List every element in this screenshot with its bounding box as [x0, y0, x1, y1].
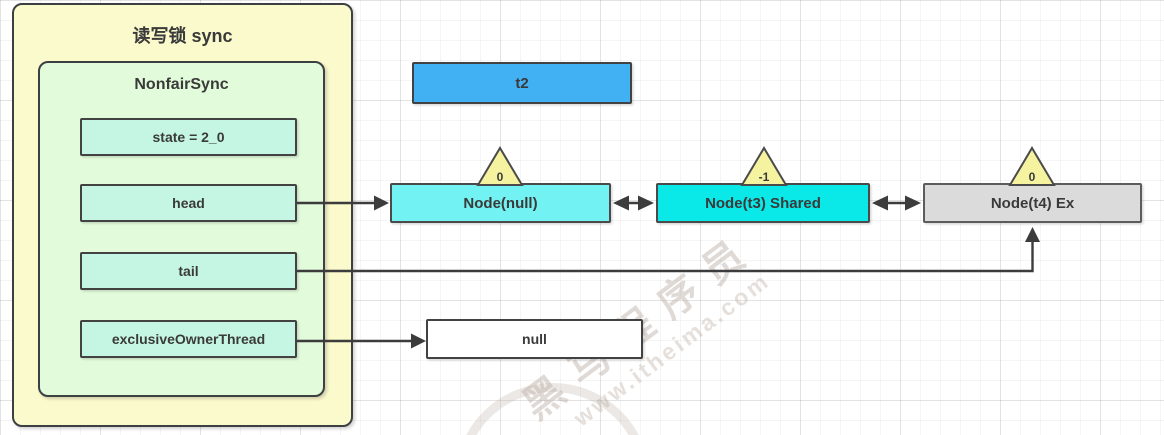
queue-node-t3-shared: Node(t3) Shared: [656, 183, 870, 223]
link1-right-arrowhead-icon: [638, 195, 654, 211]
field-tail-label: tail: [178, 263, 199, 279]
field-head-label: head: [172, 195, 205, 211]
wait-status-marker-node-null: 0: [475, 145, 525, 187]
wait-status-value: 0: [1028, 170, 1036, 184]
triangle-icon: [740, 146, 788, 186]
queue-node-t3-shared-label: Node(t3) Shared: [705, 194, 821, 212]
sync-panel-title: 读写锁 sync: [132, 26, 233, 46]
null-box-label: null: [522, 331, 547, 347]
queue-node-null-label: Node(null): [463, 194, 538, 212]
link2-right-arrowhead-icon: [905, 195, 921, 211]
queue-node-t4-ex-label: Node(t4) Ex: [990, 194, 1075, 212]
link1-left-arrowhead-icon: [613, 195, 629, 211]
field-head: head: [80, 184, 297, 222]
thread-box-t2-label: t2: [515, 74, 529, 92]
tail-arrowhead-icon: [1025, 227, 1040, 242]
triangle-icon: [476, 146, 524, 186]
triangle-icon: [1008, 146, 1056, 186]
thread-box-t2: t2: [412, 62, 632, 104]
link2-left-arrowhead-icon: [872, 195, 888, 211]
null-box: null: [426, 319, 643, 359]
field-tail: tail: [80, 252, 297, 290]
queue-node-null: Node(null): [390, 183, 611, 223]
wait-status-marker-node-t4: 0: [1007, 145, 1057, 187]
field-state-label: state = 2_0: [152, 129, 225, 145]
head-arrowhead-icon: [374, 195, 389, 211]
wait-status-value: -1: [758, 170, 770, 184]
wait-status-marker-node-t3: -1: [739, 145, 789, 187]
queue-node-t4-ex: Node(t4) Ex: [923, 183, 1142, 223]
eot-arrowhead-icon: [411, 333, 426, 349]
field-exclusive-owner-thread: exclusiveOwnerThread: [80, 320, 297, 358]
field-state: state = 2_0: [80, 118, 297, 156]
field-exclusive-owner-thread-label: exclusiveOwnerThread: [111, 331, 266, 347]
nonfairsync-title: NonfairSync: [134, 76, 229, 93]
wait-status-value: 0: [496, 170, 504, 184]
